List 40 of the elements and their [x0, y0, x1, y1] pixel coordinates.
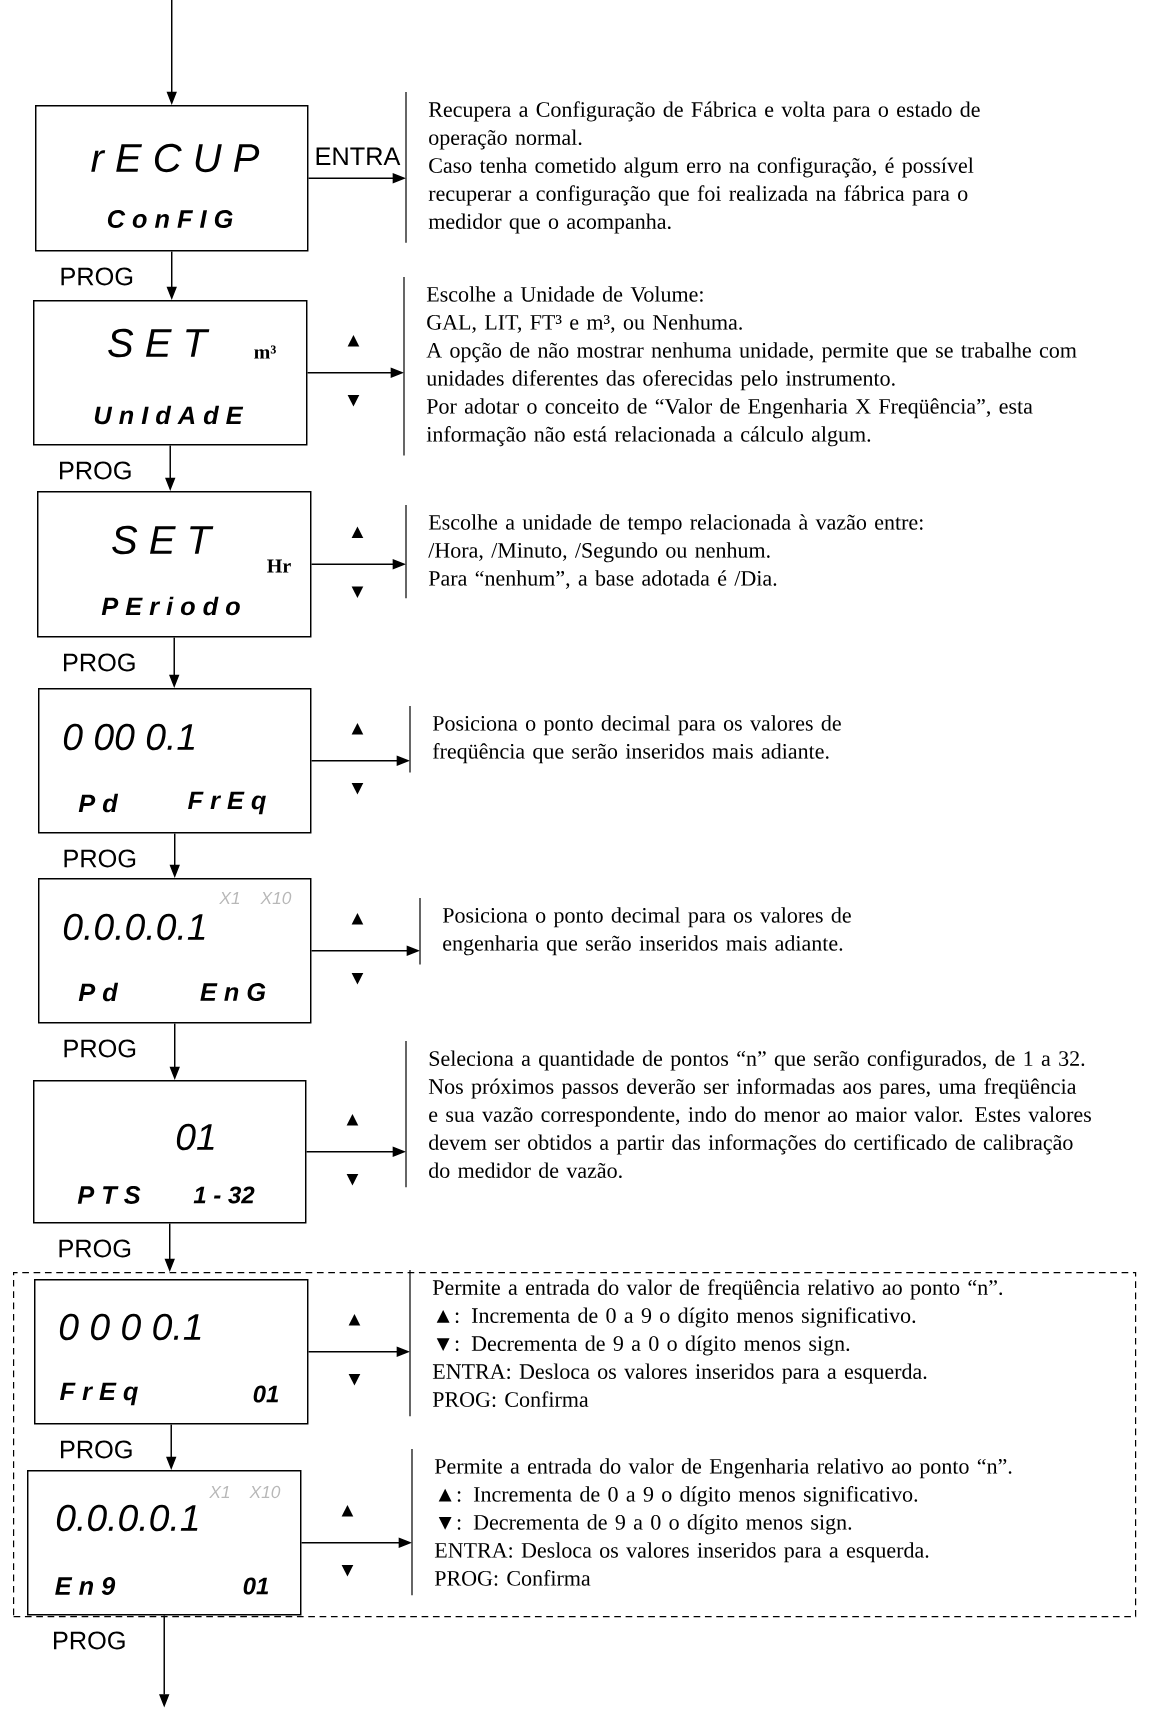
key-symbol: ▼: [347, 394, 360, 407]
key-symbol: ▲: [351, 526, 364, 539]
key-symbol: ▼: [351, 782, 364, 795]
key-symbol: ▲: [346, 1113, 359, 1126]
lcd-display: 0 00 0.1 P d F r E q: [38, 688, 312, 834]
lcd-display: S E T Hr P E r i o d o: [37, 491, 312, 638]
key-symbol: ▼: [341, 1564, 354, 1577]
edge-label: PROG: [58, 266, 136, 287]
key-symbol: ▼: [346, 1173, 359, 1186]
key-symbol: ▲: [351, 722, 364, 735]
key-symbol: ▲: [347, 334, 360, 347]
key-symbol: ▲: [348, 1313, 361, 1326]
edge-label: PROG: [60, 652, 138, 673]
bracketed-note: Permite a entrada do valor de freqüência relativo ao ponto “n”. ▲: Incrementa de 0 a 9 o dígito menos significativo. ▼: Decrementa de 9 a 0 o dígito menos sign. ENTRA: Desloca os valores inseridos para a esquerda. PROG: Confirma: [409, 1269, 1003, 1417]
edge-label: ENTRA: [313, 146, 402, 167]
lcd-display: 01 P T S 1 - 32: [33, 1080, 307, 1224]
lcd-display: X1 X10 0.0.0.0.1 P d E n G: [38, 878, 312, 1024]
key-symbol: ▼: [351, 586, 364, 599]
bracketed-note: Escolhe a Unidade de Volume: GAL, LIT, FT³ e m³, ou Nenhuma. A opção de não mostrar nenhuma unidade, permite que se trabalhe com unidades diferentes das oferecidas pelo instrumento. Por adotar o conceito de “Valor de Engenharia X Freqüência”, esta informação não está relacionada a cálculo algum.: [403, 276, 1077, 457]
bracketed-note: Posiciona o ponto decimal para os valores de engenharia que serão inseridos mais adiante.: [419, 897, 851, 966]
edge-label: PROG: [56, 1238, 134, 1259]
bracketed-note: Recupera a Configuração de Fábrica e volta para o estado de operação normal. Caso tenha cometido algum erro na configuração, é possível recuperar a configuração que foi realizada na fábrica para o medidor que o acompanha.: [405, 91, 980, 244]
lcd-display: r E C U P C o n F I G: [35, 105, 309, 252]
edge-label: PROG: [50, 1630, 128, 1651]
key-symbol: ▼: [351, 972, 364, 985]
edge-label: PROG: [57, 1439, 135, 1460]
bracketed-note: Seleciona a quantidade de pontos “n” que serão configurados, de 1 a 32. Nos próximos passos deverão ser informadas aos pares, uma freqüência e sua vazão correspondente, indo do menor ao maior valor. Estes valores devem ser obtidos a partir das informações do certificado de calibração do medidor de vazão.: [405, 1040, 1091, 1188]
key-symbol: ▲: [341, 1504, 354, 1517]
dashed-group-frame: [13, 1272, 1137, 1618]
lcd-display: X1 X10 0.0.0.0.1 E n 9 01: [27, 1470, 302, 1616]
key-symbol: ▼: [348, 1373, 361, 1386]
bracketed-note: Permite a entrada do valor de Engenharia relativo ao ponto “n”. ▲: Incrementa de 0 a 9 o dígito menos significativo. ▼: Decrementa de 9 a 0 o dígito menos sign. ENTRA: Desloca os valores inseridos para a esquerda. PROG: Confirma: [411, 1448, 1012, 1596]
edge-label: PROG: [56, 460, 134, 481]
edge-label: PROG: [61, 848, 139, 869]
edge-label: PROG: [61, 1038, 139, 1059]
bracketed-note: Escolhe a unidade de tempo relacionada à vazão entre: /Hora, /Minuto, /Segundo ou nenhum. Para “nenhum”, a base adotada é /Dia.: [405, 504, 923, 599]
lcd-display: S E T m³ U n I d A d E: [33, 300, 308, 446]
lcd-display: 0 0 0 0.1 F r E q 01: [34, 1279, 309, 1425]
key-symbol: ▲: [351, 912, 364, 925]
bracketed-note: Posiciona o ponto decimal para os valores de freqüência que serão inseridos mais adiante.: [409, 705, 841, 774]
